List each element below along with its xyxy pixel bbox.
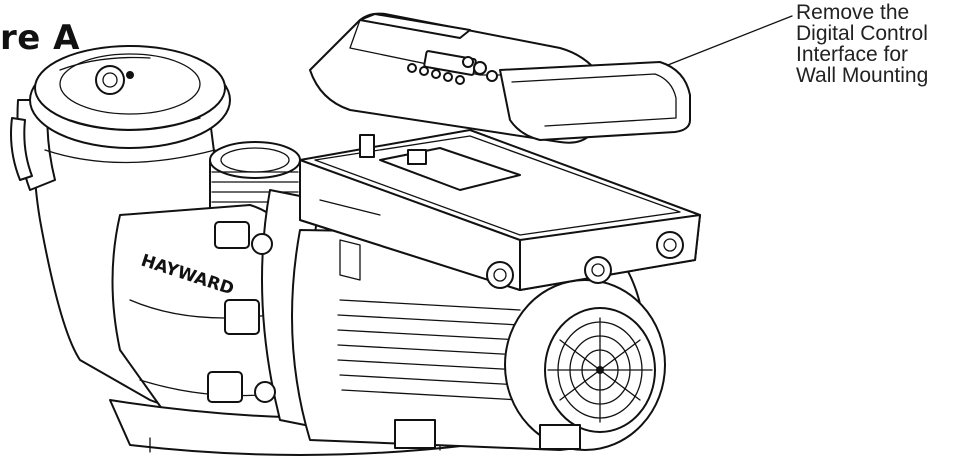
flip-cover <box>499 61 691 141</box>
drive-housing <box>299 129 701 291</box>
digital-control-interface <box>309 12 691 144</box>
callout-line-3: Interface for <box>796 43 909 66</box>
housing-screw-3 <box>656 231 684 259</box>
housing-screw-1 <box>486 261 514 289</box>
callout-line-2: Digital Control <box>796 22 928 45</box>
housing-screw-2 <box>584 256 612 284</box>
nav-button <box>473 61 487 75</box>
figure-label: re A <box>0 18 80 58</box>
callout-line-1: Remove the <box>796 1 910 24</box>
motor <box>291 229 666 451</box>
strainer-lid <box>34 45 226 131</box>
callout-line-4: Wall Mounting <box>796 64 929 87</box>
callout-text: Remove the Digital Control Interface for… <box>796 2 928 86</box>
lid-knob <box>95 65 125 95</box>
